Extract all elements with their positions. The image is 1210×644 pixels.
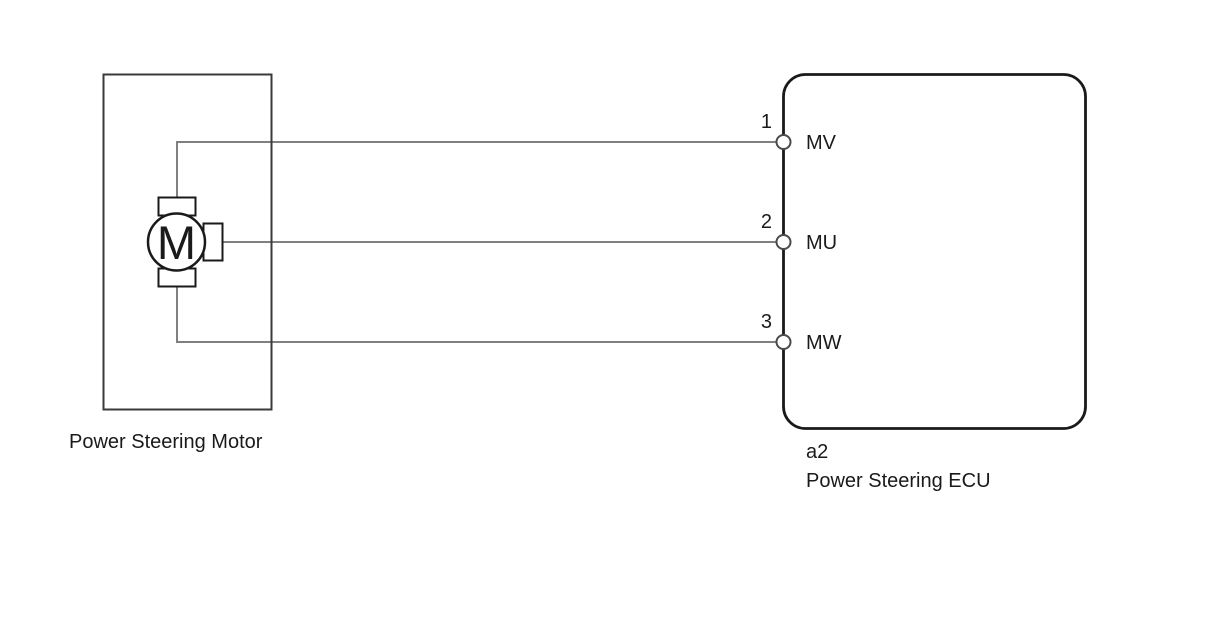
wire-mw xyxy=(176,285,776,343)
ecu-label: Power Steering ECU xyxy=(806,470,991,492)
wire-mv xyxy=(176,141,776,199)
motor-label: Power Steering Motor xyxy=(69,431,263,453)
pin-terminal-3 xyxy=(775,334,792,350)
pin-number-2: 2 xyxy=(761,211,772,233)
pin-name-3: MW xyxy=(806,332,842,354)
pin-terminal-1 xyxy=(775,134,792,150)
pin-number-3: 3 xyxy=(761,311,772,333)
pin-name-2: MU xyxy=(806,232,837,254)
pin-terminal-2 xyxy=(775,234,792,250)
motor-brush-right-icon xyxy=(202,222,224,262)
motor-symbol-letter: M xyxy=(157,216,196,269)
motor-circle-icon xyxy=(146,212,207,272)
ecu-box xyxy=(782,73,1087,430)
pin-name-1: MV xyxy=(806,132,837,154)
motor-box xyxy=(102,73,273,411)
pin-number-1: 1 xyxy=(761,111,772,133)
ecu-connector-id: a2 xyxy=(806,441,828,463)
